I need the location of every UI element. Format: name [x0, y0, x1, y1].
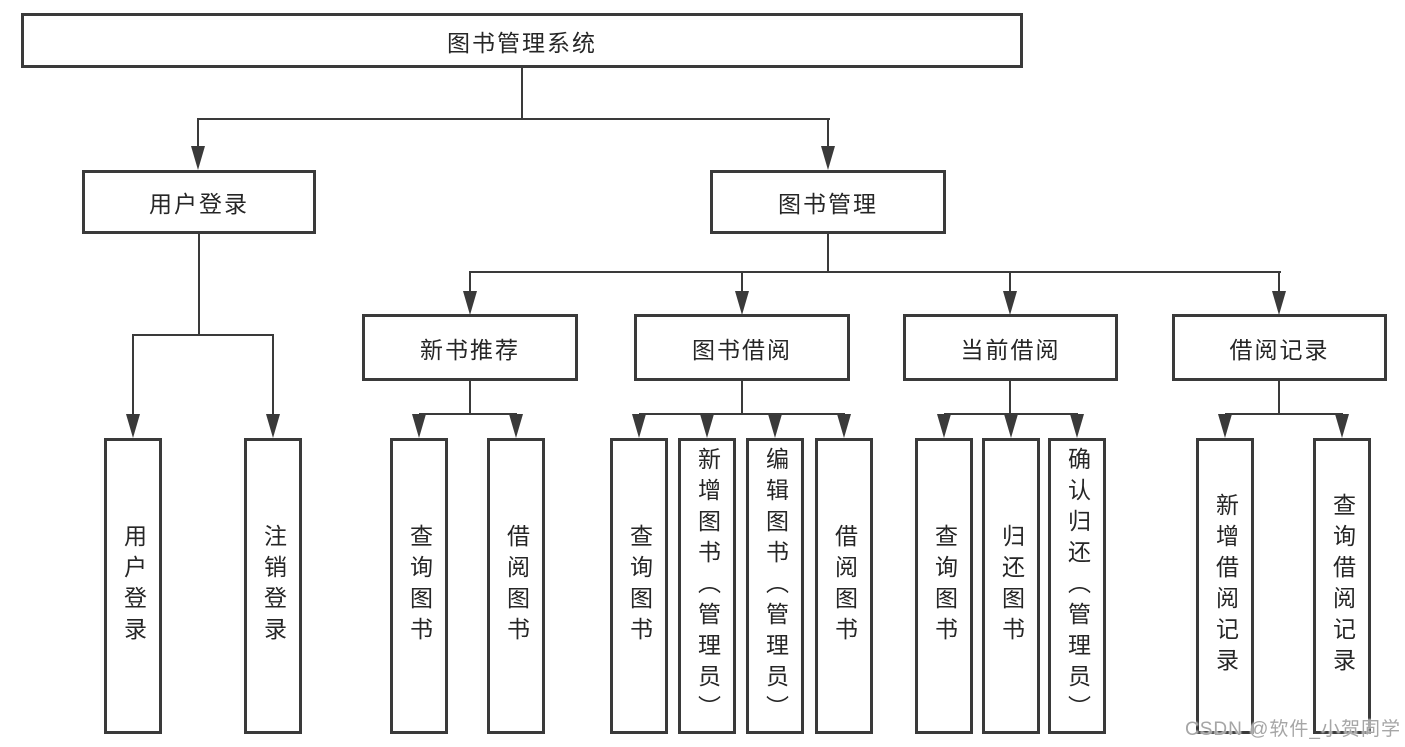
- leaf-node-label: 用户登录: [120, 524, 147, 648]
- leaf-node-user-login: 用户登录: [104, 438, 162, 734]
- connector-line: [469, 271, 1281, 273]
- connector-line: [419, 413, 517, 415]
- connector-line: [198, 234, 200, 335]
- leaf-node-edit-books-admin: 编辑图书（管理员）: [746, 438, 804, 734]
- connector-line: [639, 413, 845, 415]
- leaf-node-confirm-return-admin: 确认归还（管理员）: [1048, 438, 1106, 734]
- branch-node-label: 图书管理: [778, 191, 878, 217]
- leaf-node-query-books-3: 查询图书: [915, 438, 973, 734]
- group-node-borrow-records: 借阅记录: [1172, 314, 1387, 381]
- leaf-node-return-books: 归还图书: [982, 438, 1040, 734]
- arrowhead-icon: [412, 414, 426, 438]
- leaf-node-label: 查询图书: [626, 524, 653, 648]
- arrowhead-icon: [1335, 414, 1349, 438]
- branch-node-label: 用户登录: [149, 191, 249, 217]
- leaf-node-label: 查询借阅记录: [1329, 493, 1356, 679]
- watermark: CSDN @软件_小贺同学: [1185, 719, 1401, 740]
- leaf-node-label: 归还图书: [998, 524, 1025, 648]
- arrowhead-icon: [821, 146, 835, 170]
- arrowhead-icon: [509, 414, 523, 438]
- arrowhead-icon: [1004, 414, 1018, 438]
- arrowhead-icon: [1070, 414, 1084, 438]
- connector-line: [133, 334, 274, 336]
- connector-line: [1009, 381, 1011, 414]
- group-node-new-book-recommend: 新书推荐: [362, 314, 578, 381]
- connector-line: [469, 381, 471, 414]
- connector-line: [827, 118, 829, 150]
- connector-line: [1278, 271, 1280, 293]
- root-node-label: 图书管理系统: [447, 29, 597, 56]
- leaf-node-label: 新增图书（管理员）: [694, 446, 721, 726]
- arrowhead-icon: [266, 414, 280, 438]
- arrowhead-icon: [191, 146, 205, 170]
- leaf-node-borrow-books-2: 借阅图书: [815, 438, 873, 734]
- leaf-node-add-books-admin: 新增图书（管理员）: [678, 438, 736, 734]
- leaf-node-label: 新增借阅记录: [1212, 493, 1239, 679]
- group-node-current-borrow: 当前借阅: [903, 314, 1118, 381]
- arrowhead-icon: [937, 414, 951, 438]
- leaf-node-query-borrow-record: 查询借阅记录: [1313, 438, 1371, 734]
- group-node-label: 当前借阅: [960, 336, 1061, 363]
- branch-node-user-login: 用户登录: [82, 170, 316, 234]
- connector-line: [741, 271, 743, 293]
- root-node: 图书管理系统: [21, 13, 1023, 68]
- leaf-node-label: 查询图书: [931, 524, 958, 648]
- arrowhead-icon: [1218, 414, 1232, 438]
- arrowhead-icon: [126, 414, 140, 438]
- arrowhead-icon: [700, 414, 714, 438]
- arrowhead-icon: [768, 414, 782, 438]
- group-node-book-borrow: 图书借阅: [634, 314, 850, 381]
- leaf-node-borrow-books-1: 借阅图书: [487, 438, 545, 734]
- connector-line: [469, 271, 471, 293]
- leaf-node-logout: 注销登录: [244, 438, 302, 734]
- leaf-node-label: 编辑图书（管理员）: [762, 446, 789, 726]
- connector-line: [741, 381, 743, 414]
- leaf-node-label: 借阅图书: [503, 524, 530, 648]
- leaf-node-query-books-1: 查询图书: [390, 438, 448, 734]
- leaf-node-query-books-2: 查询图书: [610, 438, 668, 734]
- connector-line: [1009, 271, 1011, 293]
- group-node-label: 借阅记录: [1229, 336, 1330, 363]
- connector-line: [827, 234, 829, 272]
- arrowhead-icon: [837, 414, 851, 438]
- connector-line: [272, 334, 274, 416]
- arrowhead-icon: [1272, 291, 1286, 315]
- arrowhead-icon: [463, 291, 477, 315]
- leaf-node-label: 查询图书: [406, 524, 433, 648]
- connector-line: [1225, 413, 1343, 415]
- group-node-label: 图书借阅: [692, 336, 792, 363]
- connector-line: [197, 118, 199, 150]
- arrowhead-icon: [1003, 291, 1017, 315]
- leaf-node-add-borrow-record: 新增借阅记录: [1196, 438, 1254, 734]
- group-node-label: 新书推荐: [420, 336, 520, 363]
- leaf-node-label: 注销登录: [260, 524, 287, 648]
- connector-line: [1278, 381, 1280, 414]
- leaf-node-label: 借阅图书: [831, 524, 858, 648]
- connector-line: [521, 68, 523, 119]
- connector-line: [198, 118, 830, 120]
- connector-line: [132, 334, 134, 416]
- branch-node-book-management: 图书管理: [710, 170, 946, 234]
- leaf-node-label: 确认归还（管理员）: [1064, 446, 1091, 726]
- arrowhead-icon: [735, 291, 749, 315]
- arrowhead-icon: [632, 414, 646, 438]
